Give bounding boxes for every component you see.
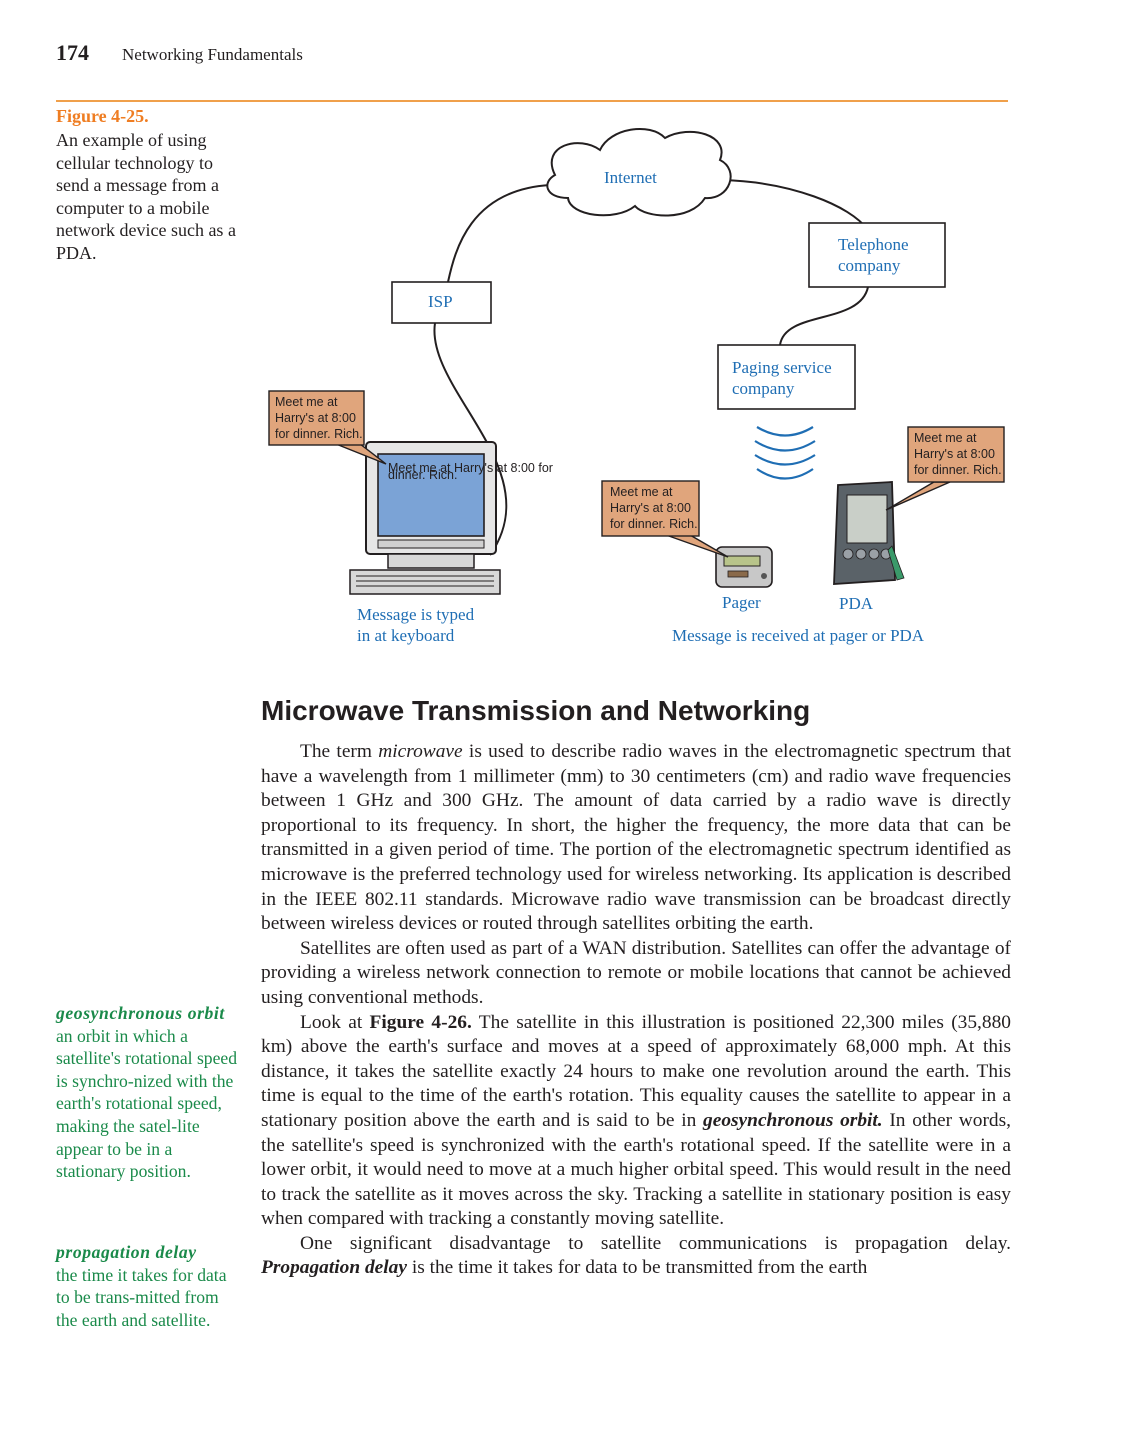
page-number: 174 — [56, 40, 89, 65]
isp-computer-line — [433, 322, 508, 556]
paging-label-line2: company — [732, 379, 795, 398]
term-propagation-delay: Propagation delay — [261, 1257, 407, 1279]
internet-label: Internet — [604, 168, 657, 187]
p4-text-a: One significant disadvantage to satellit… — [300, 1232, 1011, 1254]
internet-telephone-line — [722, 179, 869, 231]
screen-text-line2: dinner. Rich. — [388, 468, 457, 482]
computer-message-line1: Meet me at — [275, 395, 338, 409]
telephone-company-box — [808, 222, 946, 288]
paragraph-3: Look at Figure 4-26. The satellite in th… — [261, 1011, 1011, 1232]
paragraph-4: One significant disadvantage to satellit… — [261, 1232, 1011, 1281]
paragraph-2: Satellites are often used as part of a W… — [261, 937, 1011, 1008]
p1-emphasis: microwave — [378, 741, 463, 762]
internet-isp-line — [447, 184, 551, 283]
pda-label: PDA — [839, 594, 874, 613]
computer-message-callout: Meet me at Harry's at 8:00 for dinner. R… — [268, 390, 387, 465]
screen-text-line1: Meet me at Harry's at 8:00 for — [388, 461, 553, 475]
pager-message-line2: Harry's at 8:00 — [610, 501, 691, 515]
telephone-paging-line — [779, 286, 869, 346]
glossary-definition: an orbit in which a satellite's rotation… — [56, 1025, 238, 1182]
pda-message-line3: for dinner. Rich. — [914, 463, 1002, 477]
computer-message-line2: Harry's at 8:00 — [275, 411, 356, 425]
figure-reference: Figure 4-26. — [369, 1011, 472, 1033]
received-label: Message is received at pager or PDA — [672, 626, 925, 645]
typed-label-line1: Message is typed — [357, 605, 475, 624]
p1-text-a: The term — [300, 741, 379, 762]
pda-message-line2: Harry's at 8:00 — [914, 447, 995, 461]
glossary-term: geosynchronous orbit — [56, 1003, 225, 1023]
figure-label: Figure 4-25. — [56, 106, 149, 126]
paragraph-1: The term microwave is used to describe r… — [261, 740, 1011, 937]
figure-caption: An example of using cellular technology … — [56, 130, 236, 263]
connection-lines — [433, 179, 869, 556]
section-heading: Microwave Transmission and Networking — [261, 695, 811, 726]
pager-icon — [715, 546, 773, 588]
computer-message-line3: for dinner. Rich. — [275, 427, 363, 441]
telephone-label-line1: Telephone — [838, 235, 909, 254]
cellular-message-diagram: Internet ISP Telephone company Paging se… — [268, 127, 1005, 645]
p3-text-a: Look at — [300, 1011, 370, 1033]
pager-message-line1: Meet me at — [610, 485, 673, 499]
pager-message-line3: for dinner. Rich. — [610, 517, 698, 531]
running-head: Networking Fundamentals — [122, 45, 303, 64]
isp-box — [391, 281, 492, 324]
p3-text-c: In other words, the satellite's speed is… — [261, 1109, 1011, 1230]
top-rule — [56, 100, 1008, 102]
p4-text-b: is the time it takes for data to be tran… — [406, 1257, 868, 1279]
pda-icon — [833, 481, 905, 585]
glossary-entry-geosynchronous: geosynchronous orbit an orbit in which a… — [56, 1002, 238, 1183]
glossary-term: propagation delay — [56, 1242, 197, 1262]
paging-label-line1: Paging service — [732, 358, 832, 377]
pager-label: Pager — [722, 593, 761, 612]
glossary-entry-propagation-delay: propagation delay the time it takes for … — [56, 1241, 238, 1331]
radio-waves-icon — [754, 426, 816, 480]
telephone-label-line2: company — [838, 256, 901, 275]
typed-label-line2: in at keyboard — [357, 626, 455, 645]
pager-message-callout: Meet me at Harry's at 8:00 for dinner. R… — [601, 480, 729, 558]
computer-icon — [349, 441, 501, 595]
internet-cloud-icon — [546, 127, 732, 217]
term-geosynchronous: geosynchronous orbit. — [703, 1109, 883, 1131]
isp-label: ISP — [428, 292, 453, 311]
paging-company-box — [717, 344, 856, 410]
p3-text-b: The satellite in this illustration is po… — [261, 1011, 1011, 1131]
pda-message-line1: Meet me at — [914, 431, 977, 445]
p1-text-b: is used to describe radio waves in the e… — [261, 741, 1011, 935]
glossary-definition: the time it takes for data to be trans-m… — [56, 1264, 227, 1330]
pda-message-callout: Meet me at Harry's at 8:00 for dinner. R… — [885, 426, 1005, 511]
body-text: The term microwave is used to describe r… — [261, 740, 1011, 1281]
